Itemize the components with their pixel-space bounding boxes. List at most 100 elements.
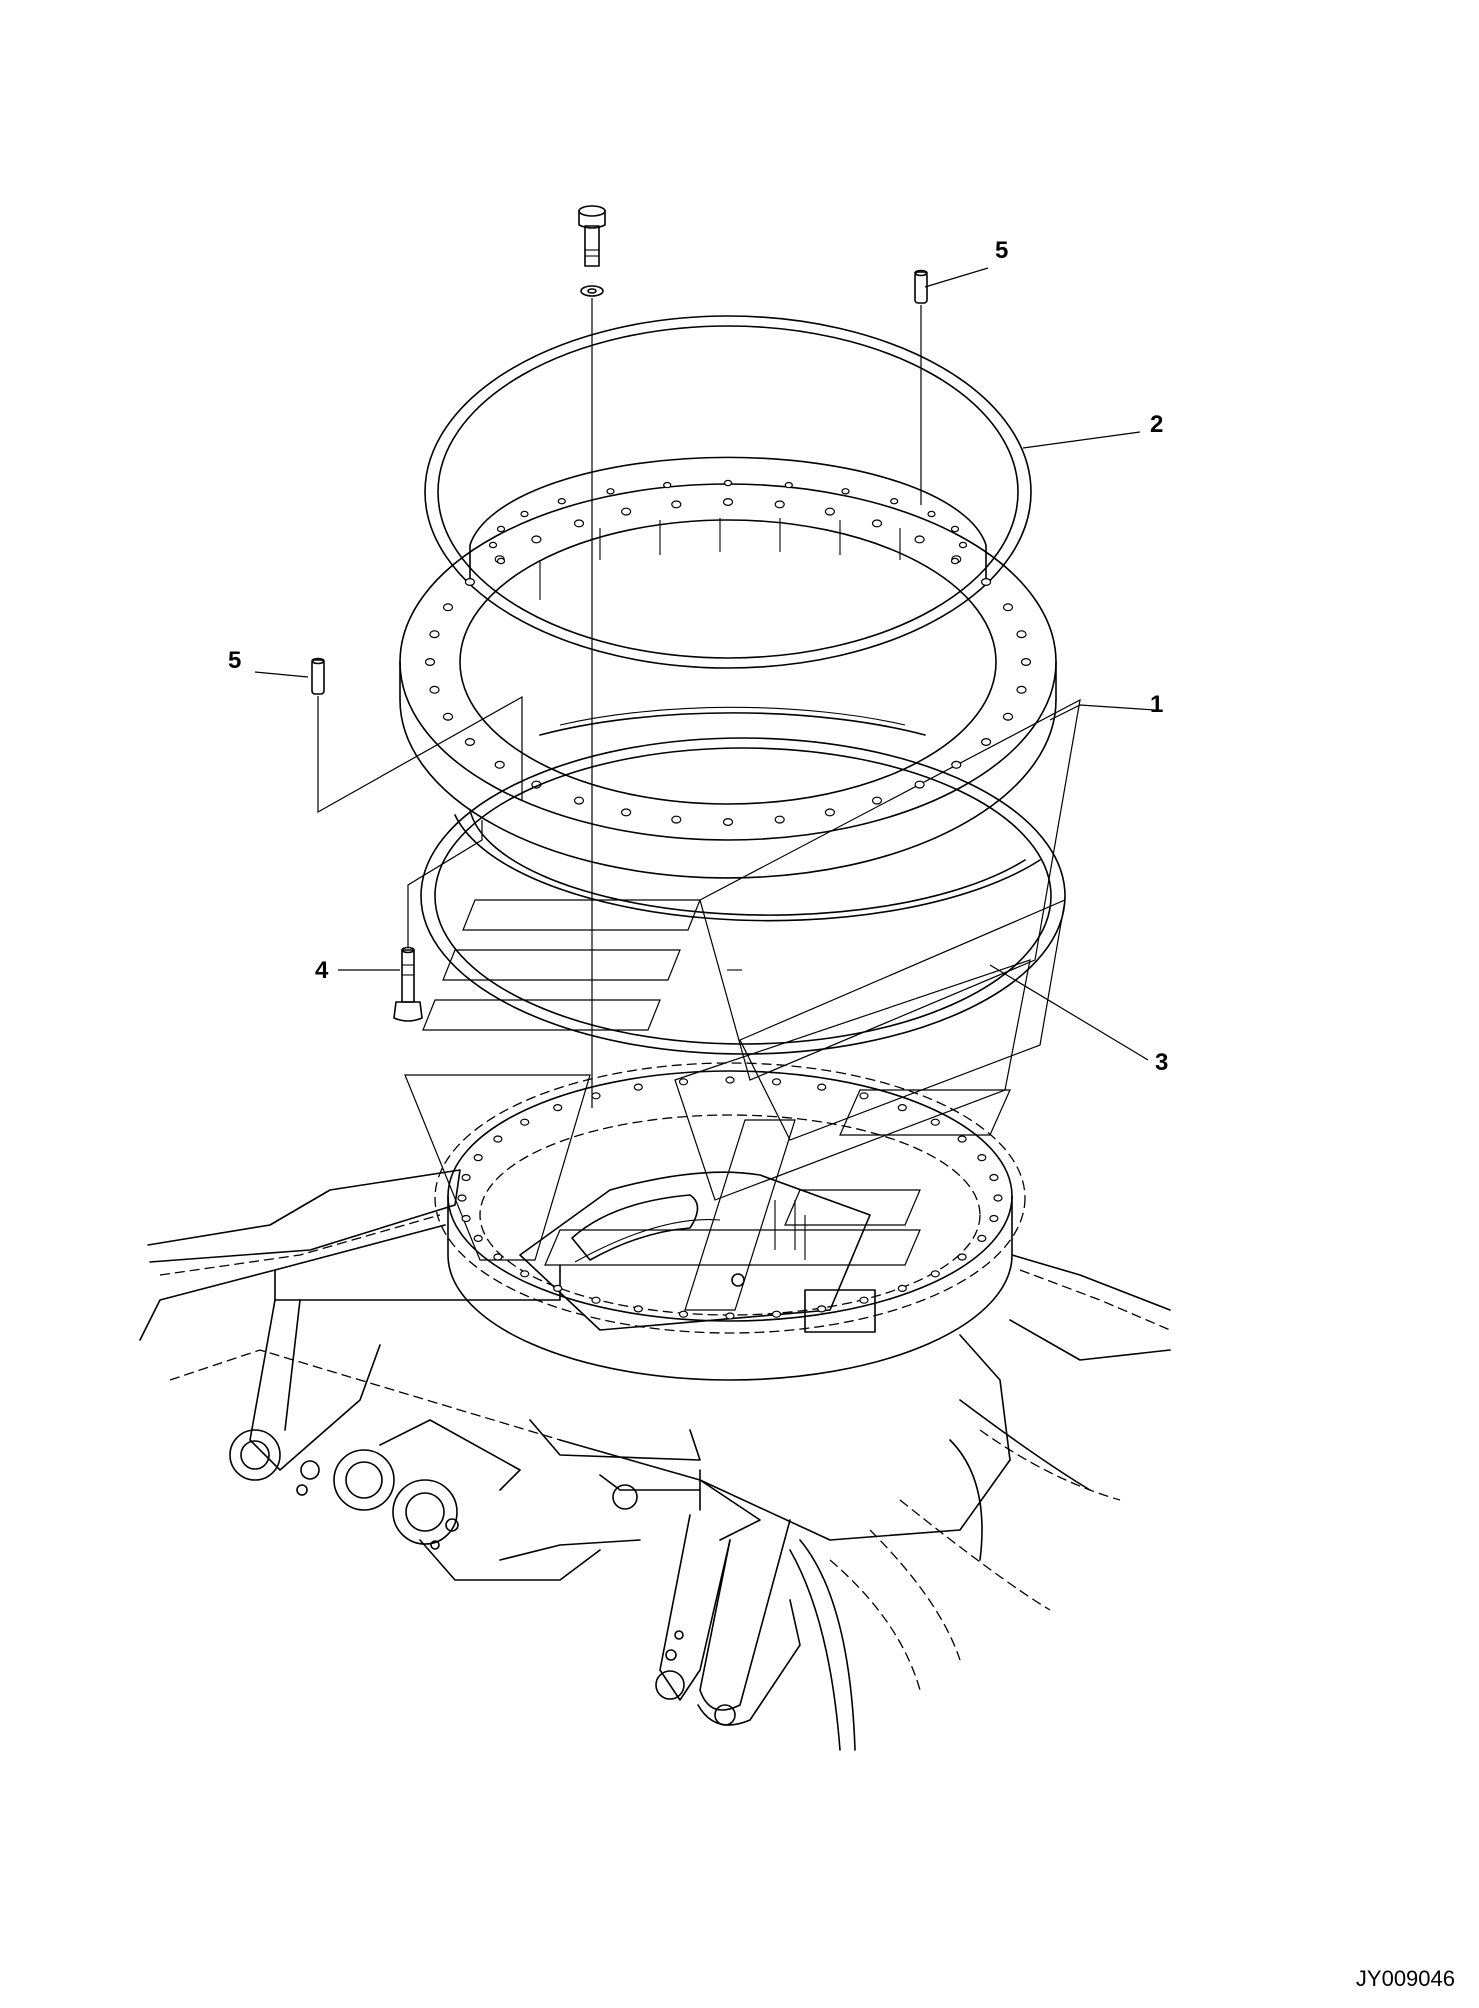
leader-3: [989, 964, 1149, 1061]
bolt-hole: [914, 780, 925, 789]
bolt-hole: [1016, 685, 1027, 694]
bolt-hole: [671, 815, 682, 824]
callout-3: 3: [1155, 1049, 1168, 1076]
bolt-hole: [473, 1153, 483, 1162]
bolt-hole: [442, 712, 454, 721]
swing-circle-part-1: [399, 456, 1057, 879]
seal-ring-part-2: [424, 315, 1032, 669]
bolt-hole: [771, 1310, 782, 1318]
bolt-hole: [461, 1173, 471, 1182]
bolt-hole: [897, 1103, 907, 1112]
bolt-hole: [496, 557, 506, 565]
bolt-hole: [951, 760, 962, 769]
bolt-hole: [817, 1305, 827, 1313]
callout-5-upper: 5: [995, 237, 1008, 264]
bolt-hole: [722, 498, 734, 507]
bolt-part-4: [393, 820, 483, 1022]
bolt-hole: [725, 1076, 735, 1084]
bolt-hole: [429, 685, 440, 694]
bolt-hole: [553, 1103, 563, 1112]
swing-circle-bolt-holes: [424, 479, 1032, 826]
bolt-hole: [620, 507, 632, 516]
bolt-hole: [824, 808, 836, 817]
bolt-hole: [774, 500, 785, 509]
bolt-hole: [914, 535, 925, 544]
bolt-hole: [927, 510, 936, 518]
bolt-hole: [841, 488, 850, 495]
leader-5-left: [254, 671, 309, 678]
bolt-hole: [591, 1296, 601, 1304]
bolt-hole: [620, 808, 632, 817]
bolt-hole: [817, 1083, 827, 1091]
bolt-hole: [980, 737, 992, 746]
bolt-hole: [890, 498, 899, 505]
bolt-hole: [678, 1078, 689, 1086]
bolt-hole: [958, 541, 968, 549]
bolt-hole: [771, 1078, 782, 1086]
top-bolt: [578, 205, 606, 297]
bolt-hole: [429, 630, 440, 639]
bolt-hole: [722, 817, 734, 826]
leader-1: [1049, 704, 1156, 721]
bolt-hole: [464, 577, 475, 586]
bolt-hole: [950, 557, 960, 565]
bolt-hole: [424, 657, 436, 666]
bolt-hole: [457, 1194, 467, 1202]
bolt-hole: [989, 1214, 999, 1223]
bolt-hole: [678, 1310, 689, 1318]
bolt-hole: [557, 498, 566, 505]
drawing-id: JY009046: [1356, 1966, 1455, 1991]
bolt-hole: [989, 1173, 999, 1182]
bolt-hole: [1020, 657, 1032, 666]
bolt-hole: [930, 1270, 940, 1278]
bolt-hole: [977, 1234, 987, 1243]
bolt-hole: [573, 796, 585, 805]
bolt-hole: [606, 488, 615, 495]
bolt-hole: [494, 760, 505, 769]
bolt-hole: [531, 535, 542, 544]
bolt-hole: [633, 1305, 643, 1313]
bolt-hole: [1002, 603, 1014, 612]
leader-2: [1022, 431, 1141, 449]
bolt-hole: [1016, 630, 1027, 639]
bolt-hole: [671, 500, 682, 509]
bolt-hole: [488, 541, 498, 549]
bolt-hole: [464, 737, 475, 746]
bolt-hole: [897, 1284, 907, 1293]
pin-left: [311, 657, 523, 814]
bolt-hole: [930, 1118, 940, 1126]
frame-bolt-holes: [457, 1076, 1003, 1320]
bolt-hole: [871, 796, 883, 805]
bolt-hole: [980, 577, 992, 586]
bolt-hole: [723, 479, 733, 487]
bolt-hole: [520, 1118, 530, 1126]
callout-2: 2: [1150, 411, 1163, 438]
bolt-hole: [633, 1083, 643, 1091]
callout-5-left: 5: [228, 647, 241, 674]
bolt-hole: [784, 481, 793, 489]
bolt-hole: [461, 1214, 471, 1223]
leader-5-upper: [924, 267, 989, 288]
bolt-hole: [573, 519, 585, 528]
bolt-hole: [553, 1284, 563, 1293]
bolt-hole: [496, 525, 506, 533]
callout-1: 1: [1150, 691, 1163, 718]
o-ring-part-3: [420, 737, 1066, 1055]
bolt-hole: [859, 1092, 869, 1100]
bolt-hole: [591, 1092, 601, 1100]
pin-upper: [914, 269, 928, 505]
lower-frame: [139, 1062, 1171, 1751]
bolt-hole: [663, 481, 672, 489]
bolt-hole: [442, 603, 454, 612]
bolt-hole: [977, 1153, 987, 1162]
bolt-hole: [520, 1270, 530, 1278]
bolt-hole: [824, 507, 836, 516]
callout-4: 4: [315, 957, 329, 984]
bolt-hole: [950, 525, 960, 533]
bolt-hole: [993, 1194, 1003, 1202]
watermark-logo: [404, 698, 1081, 1311]
bolt-hole: [957, 1253, 967, 1261]
bolt-hole: [1002, 712, 1014, 721]
bolt-hole: [774, 815, 785, 824]
